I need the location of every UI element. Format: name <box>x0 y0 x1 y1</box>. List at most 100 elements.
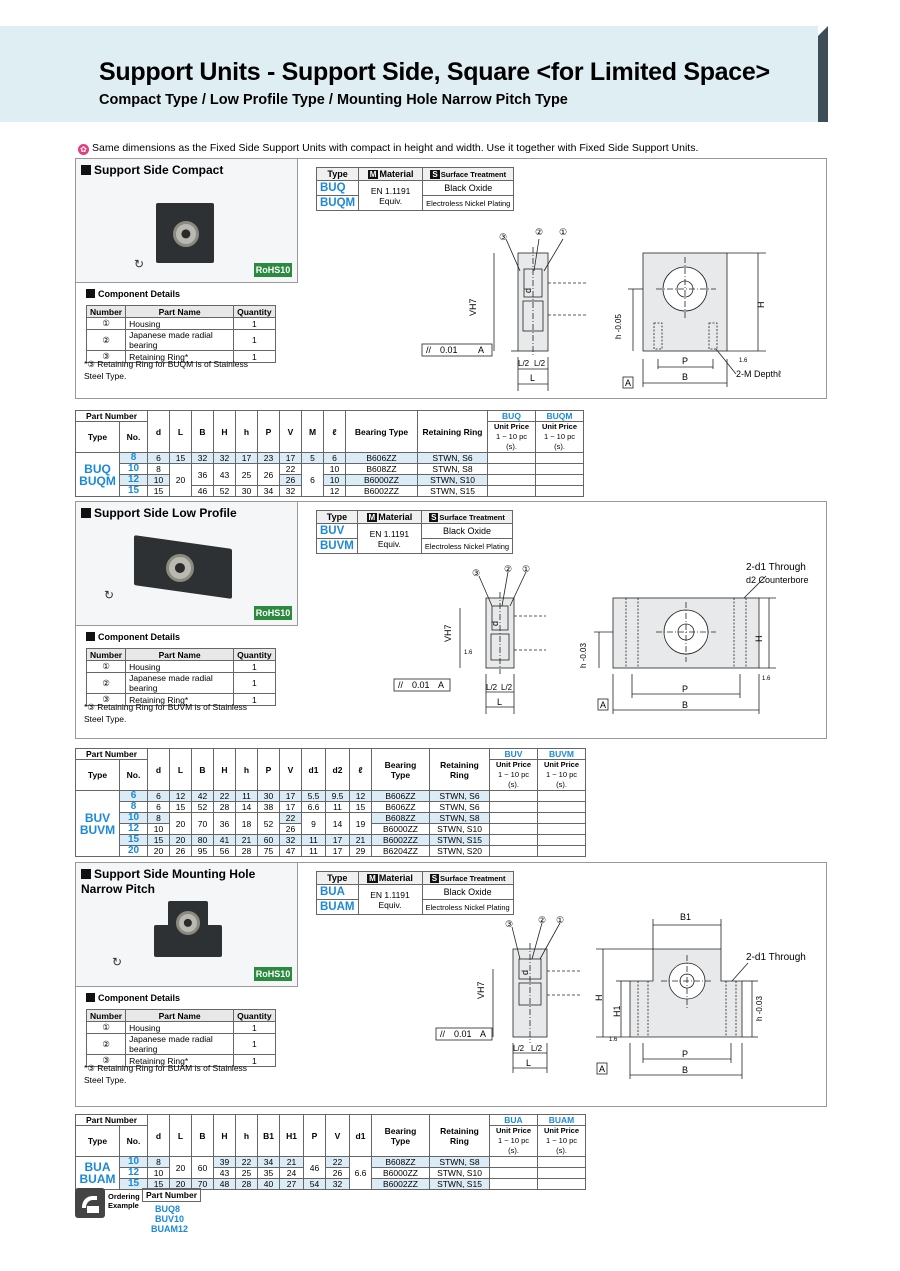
drawing-p: P <box>682 1049 688 1059</box>
drawing-vh7: VH7 <box>443 624 453 642</box>
bearing-image <box>166 554 194 582</box>
drawing-datum: A <box>438 680 444 690</box>
drawing-vh7: VH7 <box>476 981 486 999</box>
ordering-label: Ordering Example <box>108 1192 140 1210</box>
drawing-datum: A <box>478 345 484 355</box>
section-note: *③ Retaining Ring for BUAM is of Stainle… <box>84 1063 248 1085</box>
info-icon: ✿ <box>78 144 89 155</box>
drawing-parallelism: // <box>398 680 404 690</box>
drawing-p: P <box>682 356 688 366</box>
drawing-h: H <box>594 995 604 1002</box>
drawing-parallelism: // <box>440 1029 446 1039</box>
drawing-h-tol: h -0.05 <box>614 314 623 339</box>
drawing-tol: 0.01 <box>440 345 458 355</box>
drawing-l: L <box>526 1058 531 1068</box>
drawing-num-2: ② <box>538 915 546 925</box>
drawing-h: H <box>756 302 766 309</box>
component-details-title: Component Details <box>86 632 180 642</box>
retaining-ring-icon: ↻ <box>104 588 115 602</box>
product-photo: Support Side Low Profile ↻ RoHS10 <box>76 502 298 626</box>
drawing-d: d <box>490 621 500 626</box>
drawing-roughness: 1.6 <box>739 358 748 364</box>
drawing-l2-b: L/2 <box>534 359 546 368</box>
drawing-roughness-2: 1.6 <box>762 676 771 682</box>
drawing-l2-a: L/2 <box>518 359 530 368</box>
drawing-b1: B1 <box>680 912 691 922</box>
drawing-tol: 0.01 <box>454 1029 472 1039</box>
product-photo: Support Side Compact ↻ RoHS10 <box>76 159 298 283</box>
drawing-l2-a: L/2 <box>513 1044 525 1053</box>
drawing-vh7: VH7 <box>468 298 478 316</box>
technical-drawing: VH7 d ③ ② ① // 0.01 A L/2 L/2 L P B B1 H… <box>435 912 806 1079</box>
product-photo: Support Side Mounting Hole Narrow Pitch … <box>76 863 298 987</box>
drawing-depth: 2-M Depthℓ <box>736 369 782 379</box>
rohs-badge: RoHS10 <box>254 606 292 620</box>
drawing-roughness: 1.6 <box>464 650 473 656</box>
drawing-roughness: 1.6 <box>609 1037 618 1043</box>
drawing-d: d <box>523 288 533 293</box>
drawing-b: B <box>682 372 688 382</box>
drawing-b: B <box>682 700 688 710</box>
header-fold <box>818 26 828 36</box>
drawing-through: 2-d1 Through <box>746 562 806 573</box>
drawing-num-1: ① <box>559 227 567 237</box>
drawing-datum-a: A <box>599 1064 605 1074</box>
drawing-h-tol: h -0.03 <box>579 643 588 668</box>
section-note: *③ Retaining Ring for BUVM is of Stainle… <box>84 702 248 724</box>
section-note: *③ Retaining Ring for BUQM is of Stainle… <box>84 359 248 381</box>
drawing-num-3: ③ <box>505 919 513 929</box>
bearing-image <box>173 221 199 247</box>
drawing-datum: A <box>480 1029 486 1039</box>
intro-text: ✿Same dimensions as the Fixed Side Suppo… <box>78 142 698 155</box>
header-band <box>0 26 828 122</box>
ordering-example-3: BUAM12 <box>151 1224 189 1234</box>
drawing-num-2: ② <box>535 227 543 237</box>
drawing-l: L <box>530 373 535 383</box>
phone-icon <box>75 1188 105 1218</box>
retaining-ring-icon: ↻ <box>134 257 145 271</box>
technical-drawing: VH7 d ③ ② ① // 0.01 A L/2 L/2 L P B H h … <box>421 227 782 391</box>
drawing-b: B <box>682 1065 688 1075</box>
component-details-title: Component Details <box>86 289 180 299</box>
drawing-h1: H1 <box>612 1005 622 1017</box>
drawing-datum-a: A <box>625 378 631 388</box>
drawing-num-3: ③ <box>499 232 507 242</box>
drawing-d: d <box>520 970 530 975</box>
page-title: Support Units - Support Side, Square <fo… <box>99 58 770 86</box>
drawing-l: L <box>497 697 502 707</box>
drawing-num-3: ③ <box>472 568 480 578</box>
drawing-l2-a: L/2 <box>486 683 498 692</box>
drawing-tol: 0.01 <box>412 680 430 690</box>
drawing-num-1: ① <box>556 915 564 925</box>
bearing-image <box>176 911 200 935</box>
section-narrow-pitch: Support Side Mounting Hole Narrow Pitch … <box>75 862 827 1107</box>
drawing-num-2: ② <box>504 564 512 574</box>
drawing-num-1: ① <box>522 564 530 574</box>
technical-drawing: VH7 d ③ ② ① 1.6 // 0.01 A L/2 L/2 L P B … <box>393 562 809 714</box>
section-title: Support Side Compact <box>81 163 223 178</box>
drawing-through: 2-d1 Through <box>746 952 806 963</box>
drawing-l2-b: L/2 <box>501 683 513 692</box>
drawing-l2-b: L/2 <box>531 1044 543 1053</box>
drawing-p: P <box>682 684 688 694</box>
drawing-datum-a: A <box>600 700 606 710</box>
header-edge <box>818 26 828 122</box>
ordering-example-2: BUV10 <box>155 1214 185 1224</box>
section-title: Support Side Mounting Hole Narrow Pitch <box>81 867 256 896</box>
drawing-parallelism: // <box>426 345 432 355</box>
ordering-header: Part Number <box>142 1188 202 1202</box>
rohs-badge: RoHS10 <box>254 263 292 277</box>
component-details-title: Component Details <box>86 993 180 1003</box>
rohs-badge: RoHS10 <box>254 967 292 981</box>
